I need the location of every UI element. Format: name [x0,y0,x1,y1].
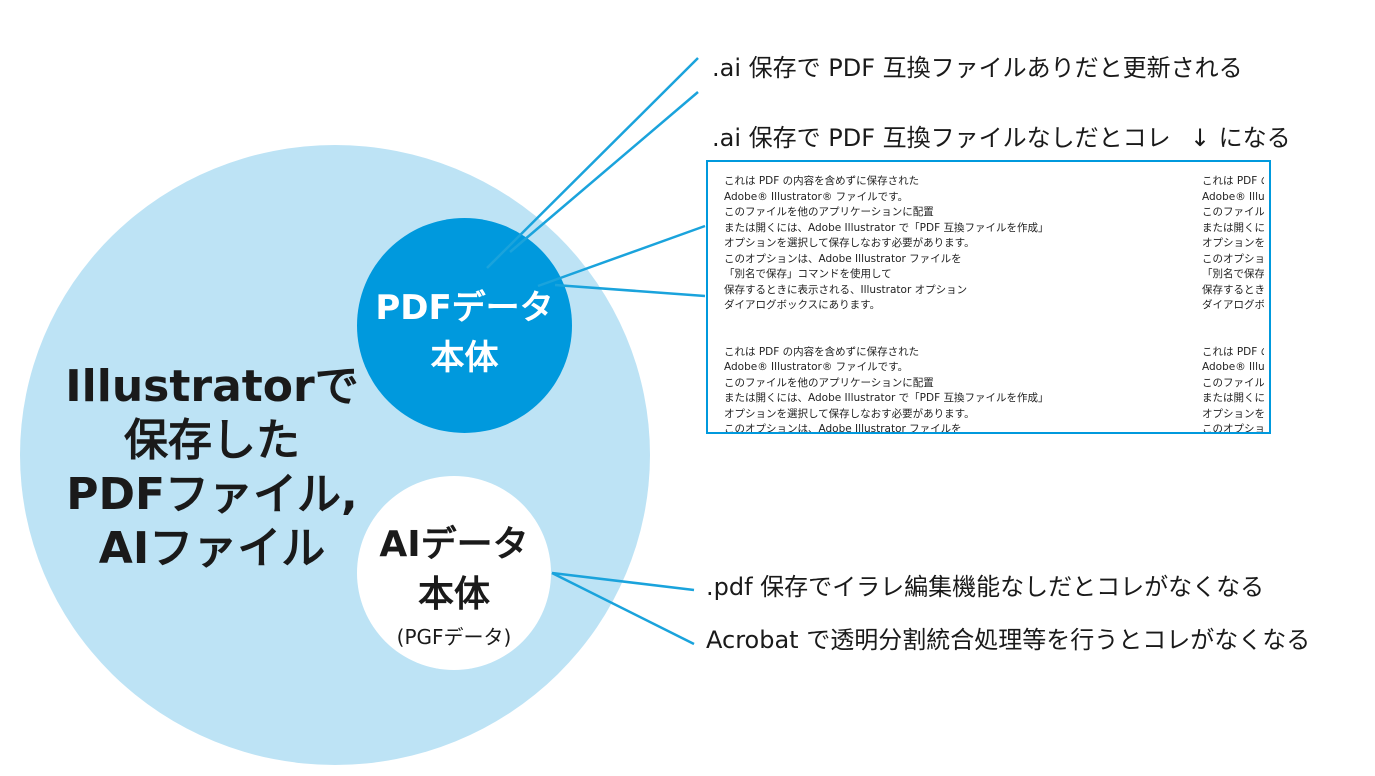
main-label-line: Illustratorで [65,361,359,412]
preview-line: または開くには、Adobe Illustrator で「PDF 互換ファイルを作… [1202,392,1264,404]
preview-line: または開くには、Adobe Illustrator で「PDF 互換ファイルを作… [724,392,1049,404]
preview-line: オプションを選択して保存しなおす必要があります。 [1202,237,1264,249]
preview-gap [1202,314,1264,330]
note-2-text: .ai 保存で PDF 互換ファイルなしだとコレ [712,124,1171,152]
preview-line: オプションを選択して保存しなおす必要があります。 [1202,407,1264,420]
preview-line: Adobe® Illustrator® ファイルです。 [1202,361,1264,373]
main-label: Illustratorで 保存した PDFファイル, AIファイル [62,360,362,576]
preview-gap [724,329,1048,345]
preview-gap [1202,329,1264,345]
preview-line: このオプションは、Adobe Illustrator ファイルを [724,252,962,265]
preview-line: このファイルを他のアプリケーションに配置 [1202,376,1264,389]
preview-line: このオプションは、Adobe Illustrator ファイルを [1202,252,1264,265]
preview-line: ダイアログボックスにあります。 [1202,299,1264,311]
main-label-line: PDFファイル, [66,469,358,520]
note-pdf-compat-off: .ai 保存で PDF 互換ファイルなしだとコレ になる [712,118,1291,153]
preview-line: これは PDF の内容を含めずに保存された [724,175,920,187]
preview-line: このオプションは、Adobe Illustrator ファイルを [724,423,962,434]
main-label-line: AIファイル [98,523,326,574]
preview-line: または開くには、Adobe Illustrator で「PDF 互換ファイルを作… [724,221,1049,234]
preview-line: このファイルを他のアプリケーションに配置 [724,206,934,218]
preview-column-right: これは PDF の内容を含めずに保存された Adobe® Illustrator®… [1202,174,1264,434]
note-pdf-compat-on: .ai 保存で PDF 互換ファイルありだと更新される [712,54,1243,82]
preview-line: 保存するときに表示される、Illustrator オプション [724,283,968,296]
preview-line: これは PDF の内容を含めずに保存された [724,345,920,358]
arrow-down-icon: ↓ [1190,124,1211,152]
preview-line: このファイルを他のアプリケーションに配置 [724,376,934,389]
preview-line: Adobe® Illustrator® ファイルです。 [724,190,909,203]
ai-label-line: AIデータ [379,524,529,565]
ai-data-sublabel: (PGFデータ) [396,625,512,649]
preview-line: 保存するときに表示される、Illustrator オプション [1202,283,1264,296]
preview-line: 「別名で保存」コマンドを使用して [724,268,892,280]
note-acrobat: Acrobat で透明分割統合処理等を行うとコレがなくなる [706,626,1311,654]
preview-line: または開くには、Adobe Illustrator で「PDF 互換ファイルを作… [1202,221,1264,234]
ai-data-circle [357,476,551,670]
pdf-label-line: 本体 [430,338,499,378]
preview-line: これは PDF の内容を含めずに保存された [1202,175,1264,187]
preview-line: Adobe® Illustrator® ファイルです。 [1202,190,1264,203]
preview-line: このファイルを他のアプリケーションに配置 [1202,206,1264,218]
preview-line: オプションを選択して保存しなおす必要があります。 [724,237,975,249]
preview-line: ダイアログボックスにあります。 [724,299,881,311]
preview-column-left: これは PDF の内容を含めずに保存された Adobe® Illustrator®… [724,174,1049,434]
preview-line: これは PDF の内容を含めずに保存された [1202,345,1264,358]
main-label-line: 保存した [124,415,300,466]
pdf-label-line: PDFデータ [375,288,554,328]
note-2-suffix: になる [1218,124,1291,152]
pdf-data-label: PDFデータ 本体 [357,283,572,383]
note-pdf-save: .pdf 保存でイラレ編集機能なしだとコレがなくなる [706,573,1265,601]
ai-label-line: 本体 [417,574,490,615]
preview-box: これは PDF の内容を含めずに保存された Adobe® Illustrator®… [706,160,1271,434]
preview-gap [724,314,1048,330]
preview-line: オプションを選択して保存しなおす必要があります。 [724,407,975,420]
preview-line: このオプションは、Adobe Illustrator ファイルを [1202,423,1264,434]
ai-data-label: AIデータ 本体 [357,520,551,620]
preview-line: Adobe® Illustrator® ファイルです。 [724,361,909,373]
preview-line: 「別名で保存」コマンドを使用して [1202,268,1264,280]
